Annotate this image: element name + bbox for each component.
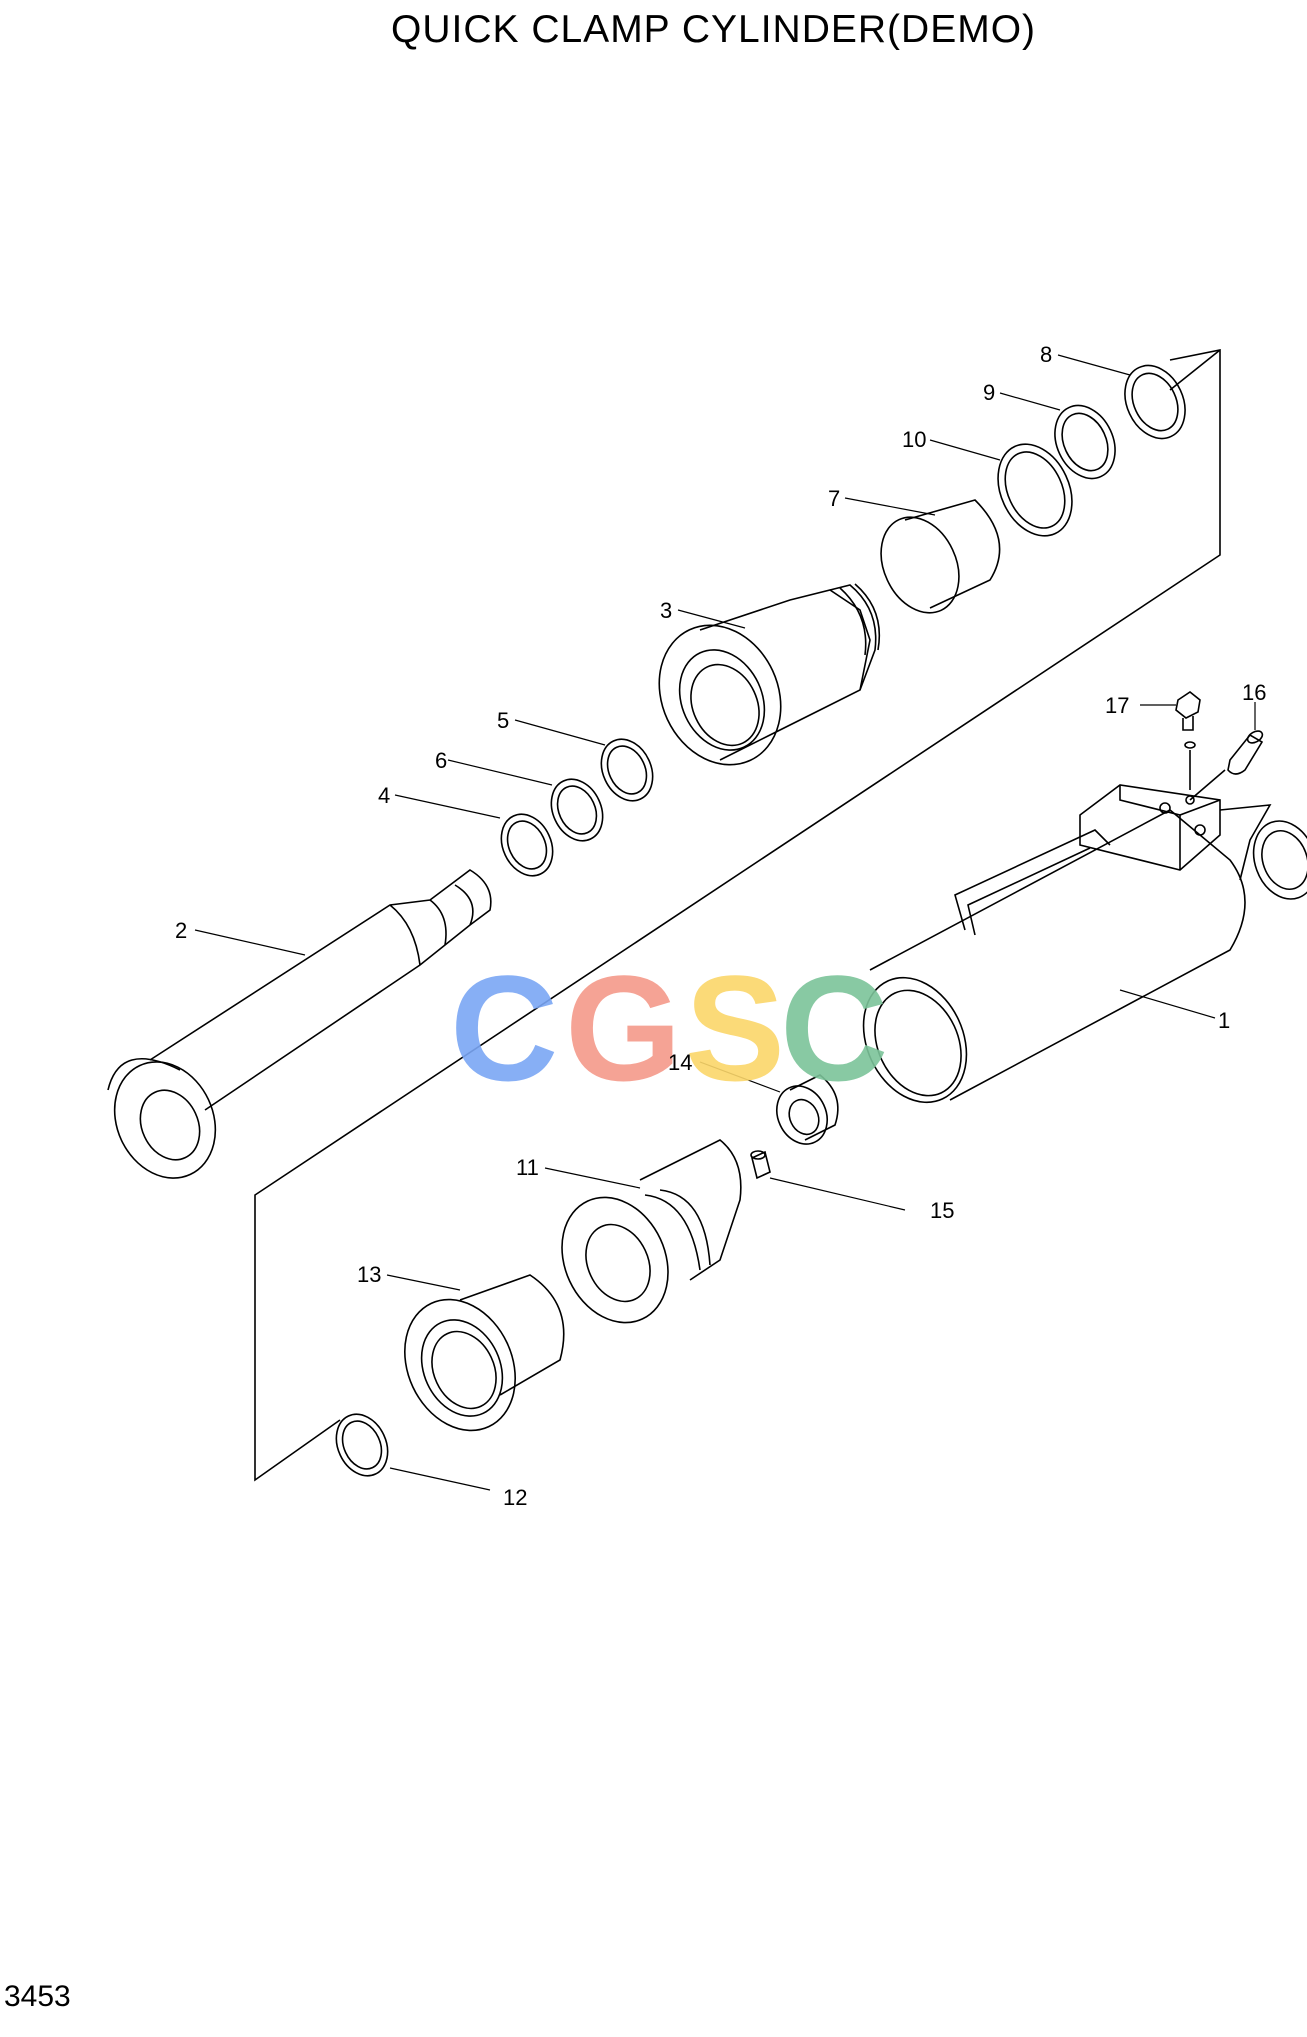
callout-2: 2 bbox=[175, 918, 187, 943]
callout-1: 1 bbox=[1218, 1008, 1230, 1033]
callout-13: 13 bbox=[357, 1262, 381, 1287]
callout-16: 16 bbox=[1242, 680, 1266, 705]
part-16-fitting bbox=[1189, 730, 1264, 801]
callout-12: 12 bbox=[503, 1485, 527, 1510]
watermark-letter-c1: C bbox=[450, 944, 558, 1112]
watermark-letter-s: S bbox=[685, 944, 785, 1112]
callout-9: 9 bbox=[983, 380, 995, 405]
callout-5: 5 bbox=[497, 708, 509, 733]
watermark-letter-c2: C bbox=[780, 944, 888, 1112]
part-11-piston bbox=[561, 1139, 742, 1324]
part-6-ring bbox=[550, 778, 604, 842]
callout-3: 3 bbox=[660, 598, 672, 623]
part-10-ring bbox=[997, 443, 1073, 537]
leader-lines bbox=[194, 354, 1256, 1491]
part-7-bushing bbox=[880, 499, 1001, 614]
part-3-rod-cover bbox=[658, 583, 881, 766]
callout-14: 14 bbox=[668, 1050, 692, 1075]
part-13-nut bbox=[404, 1274, 565, 1432]
part-15-pin bbox=[750, 1150, 771, 1180]
page-number: 3453 bbox=[4, 1980, 71, 2013]
callout-15: 15 bbox=[930, 1198, 954, 1223]
part-1-cylinder-tube bbox=[862, 784, 1307, 1104]
part-12-ring bbox=[335, 1413, 389, 1477]
callout-8: 8 bbox=[1040, 342, 1052, 367]
callout-6: 6 bbox=[435, 748, 447, 773]
part-5-ring bbox=[600, 738, 654, 802]
part-4-ring bbox=[500, 813, 554, 877]
callout-labels: 1 2 3 4 5 6 7 8 9 10 11 12 13 14 15 16 1… bbox=[175, 342, 1266, 1510]
part-14-bushing bbox=[776, 1074, 839, 1145]
watermark: C G S C bbox=[450, 944, 888, 1112]
part-2-piston-rod bbox=[107, 869, 492, 1179]
callout-11: 11 bbox=[516, 1155, 539, 1180]
callout-7: 7 bbox=[828, 486, 840, 511]
callout-10: 10 bbox=[902, 427, 926, 452]
callout-17: 17 bbox=[1105, 693, 1129, 718]
watermark-letter-g: G bbox=[565, 944, 682, 1112]
assembly-frame bbox=[254, 349, 1221, 1482]
part-8-ring bbox=[1124, 364, 1186, 440]
part-9-ring bbox=[1054, 404, 1116, 480]
page-title: QUICK CLAMP CYLINDER(DEMO) bbox=[390, 8, 1037, 51]
part-17-plug bbox=[1175, 691, 1201, 790]
callout-4: 4 bbox=[378, 783, 390, 808]
